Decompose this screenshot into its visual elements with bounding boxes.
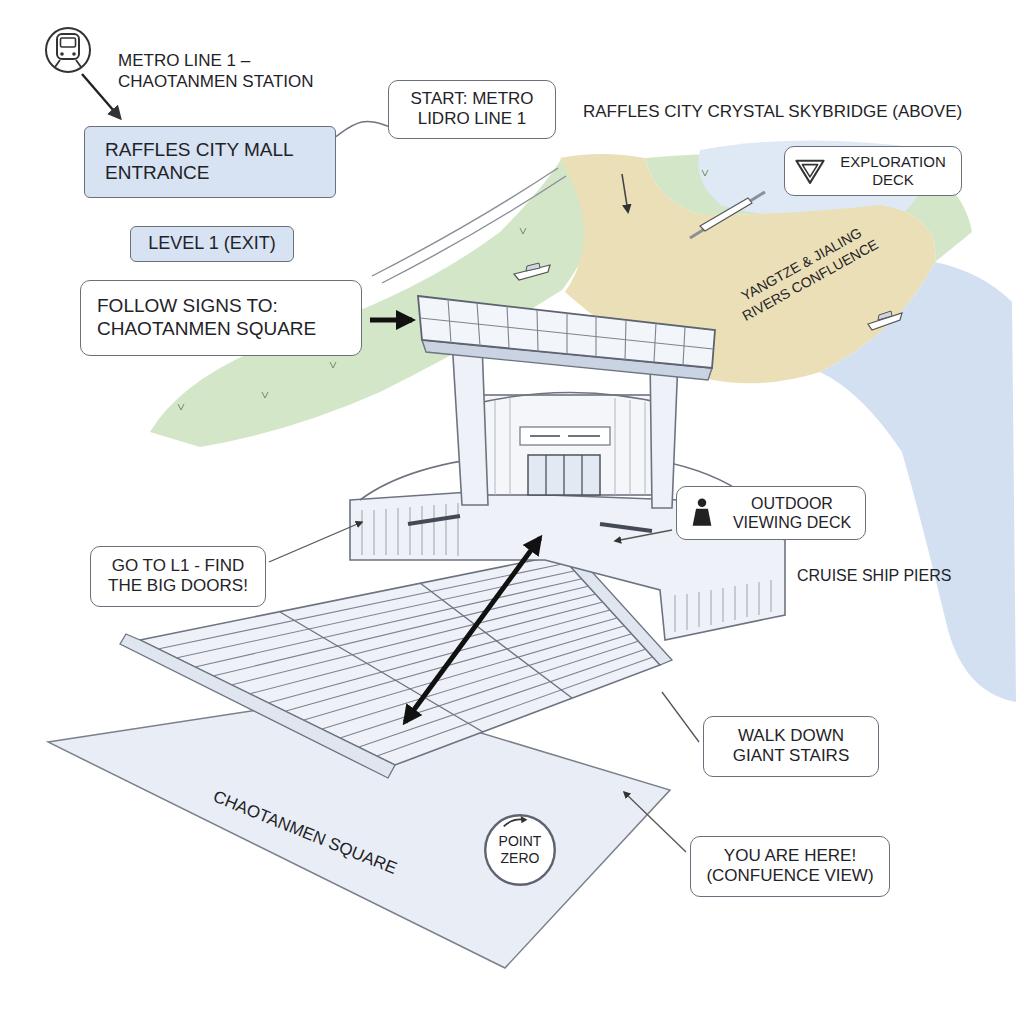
circle-outline (485, 815, 555, 885)
podium-windows (362, 503, 458, 556)
facade-lines (495, 398, 645, 495)
box-text: START: METRO LIDRO LINE 1 (397, 89, 547, 130)
road-line (382, 176, 566, 283)
building-block (480, 395, 660, 495)
person-icon (693, 499, 712, 526)
pointer-arrow (82, 74, 120, 118)
person-icon (685, 496, 719, 530)
building-rim (470, 393, 670, 406)
building-sign (530, 435, 600, 437)
train-icon (57, 34, 79, 59)
box-text: WALK DOWN GIANT STAIRS (713, 726, 869, 767)
crystal-skybridge (418, 296, 715, 508)
train-icon (72, 52, 76, 56)
turn-arrow (521, 816, 528, 823)
box-text: POINT ZERO (491, 833, 549, 867)
leader-lines (269, 522, 699, 852)
box-text: EXPLORATION DECK (833, 153, 953, 189)
leader-line (624, 792, 686, 852)
tower-leg (452, 340, 488, 505)
big-doors (528, 455, 600, 495)
flow-arrow (622, 174, 628, 212)
deck-callout: OUTDOOR VIEWING DECK (676, 486, 866, 540)
skybridge (418, 296, 715, 368)
entrance-box: RAFFLES CITY MALL ENTRANCE (84, 126, 336, 198)
tri-icon (796, 161, 823, 183)
leader-line (615, 530, 672, 541)
train-icon (46, 28, 90, 72)
skybridge-label: RAFFLES CITY CRYSTAL SKYBRIDGE (ABOVE) (583, 101, 962, 122)
pier-label: CRUISE SHIP PIERS (797, 566, 997, 586)
box-text: FOLLOW SIGNS TO: CHAOTANMEN SQUARE (97, 295, 345, 341)
box-text: GO TO L1 - FIND THE BIG DOORS! (100, 556, 256, 597)
direction-arrow (370, 318, 412, 323)
leader-line (662, 692, 699, 742)
train-icon (55, 60, 81, 67)
point-marker: POINT ZERO (483, 813, 557, 887)
tower-leg (650, 356, 678, 508)
boat (878, 311, 892, 320)
big-doors (546, 455, 582, 495)
station-label: METRO LINE 1 – CHAOTANMEN STATION (118, 50, 350, 93)
podium-windows (675, 580, 771, 632)
skybridge-glass (448, 299, 685, 365)
train-icon (60, 52, 64, 56)
box-text: OUTDOOR VIEWING DECK (727, 494, 857, 532)
boat (526, 263, 540, 271)
train-icon (61, 38, 76, 47)
boat (700, 198, 752, 231)
boats (514, 192, 902, 330)
building-sign (520, 427, 610, 445)
you-are-here-box: YOU ARE HERE! (CONFUENCE VIEW) (690, 836, 890, 897)
pier (690, 192, 765, 238)
road-line (372, 168, 558, 276)
leader-line (269, 522, 362, 562)
callout-box: GO TO L1 - FIND THE BIG DOORS! (90, 546, 266, 607)
leader-connector (336, 122, 388, 137)
double-arrow (405, 538, 540, 722)
direction-box: FOLLOW SIGNS TO: CHAOTANMEN SQUARE (80, 280, 362, 356)
level-box: LEVEL 1 (EXIT) (130, 226, 294, 262)
stair-rail (280, 583, 572, 732)
turn-arrow (504, 819, 524, 826)
box-text: RAFFLES CITY MALL ENTRANCE (105, 139, 315, 185)
box-text: YOU ARE HERE! (CONFUENCE VIEW) (701, 846, 879, 887)
start-callout: START: METRO LIDRO LINE 1 (388, 80, 556, 139)
train-icon (46, 28, 90, 72)
terrace-slot (408, 516, 652, 531)
tri-icon (793, 154, 827, 188)
deck-callout: EXPLORATION DECK (784, 146, 962, 196)
box-text: LEVEL 1 (EXIT) (139, 233, 285, 255)
callout-box: WALK DOWN GIANT STAIRS (703, 716, 879, 777)
water-area (820, 262, 1016, 702)
